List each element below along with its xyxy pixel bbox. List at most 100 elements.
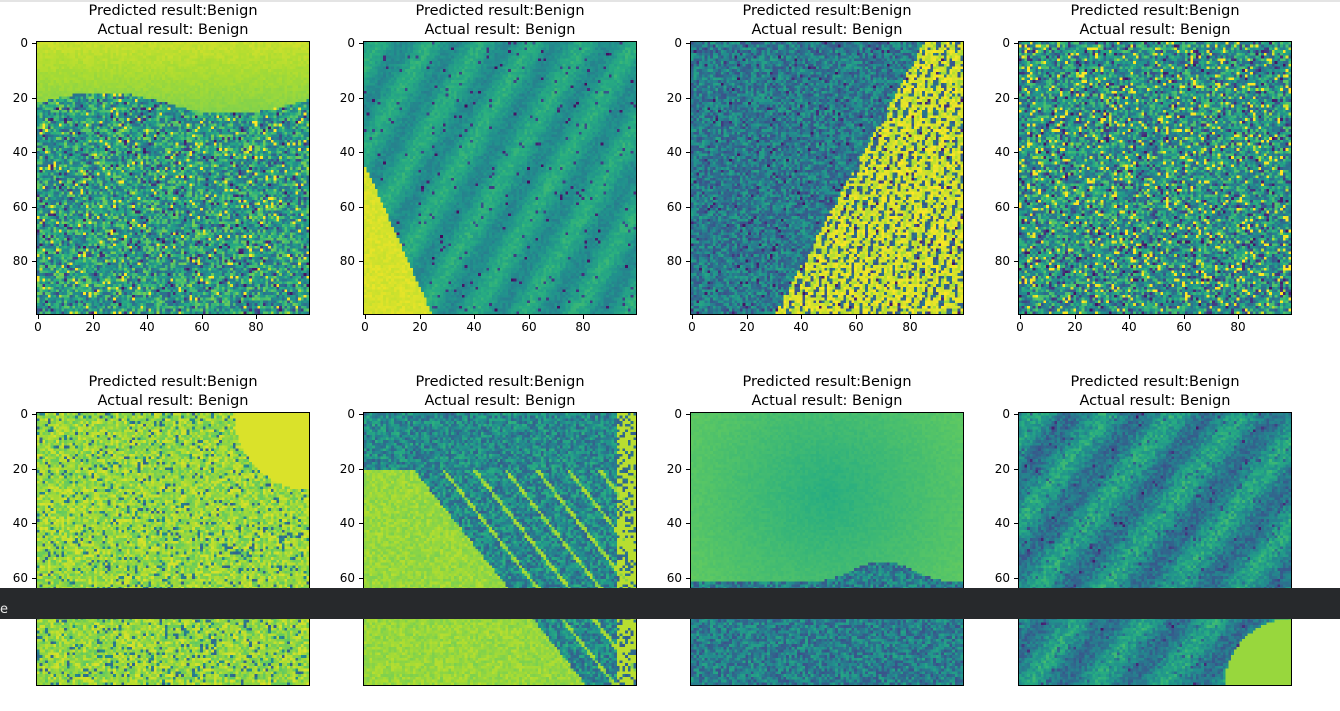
y-tick-label: 40 bbox=[666, 145, 682, 159]
x-tick-mark bbox=[747, 315, 748, 319]
y-tick-mark bbox=[32, 98, 36, 99]
image-plot-area bbox=[36, 41, 310, 315]
y-tick-mark bbox=[1014, 414, 1018, 415]
x-tick-label: 60 bbox=[521, 320, 537, 334]
y-tick-mark bbox=[686, 43, 690, 44]
y-tick-mark bbox=[1014, 152, 1018, 153]
x-tick-mark bbox=[583, 315, 584, 319]
y-tick-label: 20 bbox=[994, 91, 1010, 105]
y-tick-label: 0 bbox=[20, 36, 28, 50]
predicted-result-label: Predicted result:Benign bbox=[88, 3, 258, 19]
y-tick-label: 60 bbox=[12, 200, 28, 214]
y-tick-label: 80 bbox=[666, 254, 682, 268]
y-tick-mark bbox=[686, 578, 690, 579]
y-tick-mark bbox=[32, 523, 36, 524]
x-tick-label: 40 bbox=[793, 320, 809, 334]
y-tick-mark bbox=[686, 523, 690, 524]
y-tick-mark bbox=[359, 261, 363, 262]
predicted-result-label: Predicted result:Benign bbox=[1070, 374, 1240, 390]
x-tick-mark bbox=[38, 315, 39, 319]
actual-result-label: Actual result: Benign bbox=[424, 393, 576, 409]
y-tick-mark bbox=[32, 152, 36, 153]
x-tick-label: 0 bbox=[688, 320, 696, 334]
x-tick-label: 60 bbox=[848, 320, 864, 334]
y-tick-mark bbox=[686, 469, 690, 470]
y-tick-label: 60 bbox=[339, 200, 355, 214]
y-tick-mark bbox=[1014, 469, 1018, 470]
y-tick-label: 0 bbox=[1002, 36, 1010, 50]
y-tick-label: 20 bbox=[339, 462, 355, 476]
y-tick-label: 40 bbox=[12, 516, 28, 530]
y-tick-mark bbox=[32, 414, 36, 415]
y-tick-label: 60 bbox=[339, 571, 355, 585]
x-tick-mark bbox=[1020, 315, 1021, 319]
y-tick-mark bbox=[1014, 523, 1018, 524]
y-tick-label: 0 bbox=[347, 36, 355, 50]
predicted-result-label: Predicted result:Benign bbox=[415, 374, 585, 390]
x-tick-mark bbox=[474, 315, 475, 319]
y-tick-mark bbox=[359, 578, 363, 579]
y-tick-mark bbox=[1014, 98, 1018, 99]
x-tick-mark bbox=[801, 315, 802, 319]
y-tick-mark bbox=[359, 207, 363, 208]
y-tick-mark bbox=[32, 578, 36, 579]
y-tick-label: 80 bbox=[339, 254, 355, 268]
x-tick-mark bbox=[1129, 315, 1130, 319]
x-tick-mark bbox=[910, 315, 911, 319]
y-tick-mark bbox=[32, 207, 36, 208]
actual-result-label: Actual result: Benign bbox=[97, 393, 249, 409]
y-tick-mark bbox=[686, 98, 690, 99]
y-tick-mark bbox=[359, 414, 363, 415]
x-tick-mark bbox=[692, 315, 693, 319]
y-tick-label: 0 bbox=[1002, 407, 1010, 421]
y-tick-mark bbox=[32, 261, 36, 262]
y-tick-mark bbox=[1014, 207, 1018, 208]
x-tick-mark bbox=[529, 315, 530, 319]
x-tick-label: 0 bbox=[34, 320, 42, 334]
y-tick-label: 0 bbox=[674, 36, 682, 50]
x-tick-label: 40 bbox=[1121, 320, 1137, 334]
x-tick-mark bbox=[1184, 315, 1185, 319]
y-tick-label: 0 bbox=[20, 407, 28, 421]
predicted-result-label: Predicted result:Benign bbox=[742, 3, 912, 19]
x-tick-label: 0 bbox=[361, 320, 369, 334]
y-tick-mark bbox=[359, 523, 363, 524]
y-tick-mark bbox=[686, 414, 690, 415]
y-tick-mark bbox=[359, 43, 363, 44]
tissue-image bbox=[364, 42, 636, 314]
y-tick-mark bbox=[32, 469, 36, 470]
y-tick-label: 20 bbox=[339, 91, 355, 105]
predicted-result-label: Predicted result:Benign bbox=[415, 3, 585, 19]
predicted-result-label: Predicted result:Benign bbox=[88, 374, 258, 390]
x-tick-mark bbox=[365, 315, 366, 319]
actual-result-label: Actual result: Benign bbox=[424, 22, 576, 38]
image-plot-area bbox=[363, 412, 637, 686]
image-plot-area bbox=[690, 41, 964, 315]
x-tick-mark bbox=[1238, 315, 1239, 319]
x-tick-label: 60 bbox=[194, 320, 210, 334]
y-tick-label: 60 bbox=[994, 571, 1010, 585]
y-tick-mark bbox=[359, 469, 363, 470]
tissue-image bbox=[37, 42, 309, 314]
y-tick-label: 20 bbox=[12, 462, 28, 476]
image-plot-area bbox=[690, 412, 964, 686]
y-tick-label: 20 bbox=[12, 91, 28, 105]
x-tick-label: 80 bbox=[1230, 320, 1246, 334]
tissue-image bbox=[691, 42, 963, 314]
y-tick-label: 80 bbox=[994, 254, 1010, 268]
y-tick-label: 0 bbox=[674, 407, 682, 421]
y-tick-label: 0 bbox=[347, 407, 355, 421]
image-plot-area bbox=[1018, 41, 1292, 315]
tissue-image bbox=[691, 413, 963, 685]
y-tick-mark bbox=[686, 207, 690, 208]
